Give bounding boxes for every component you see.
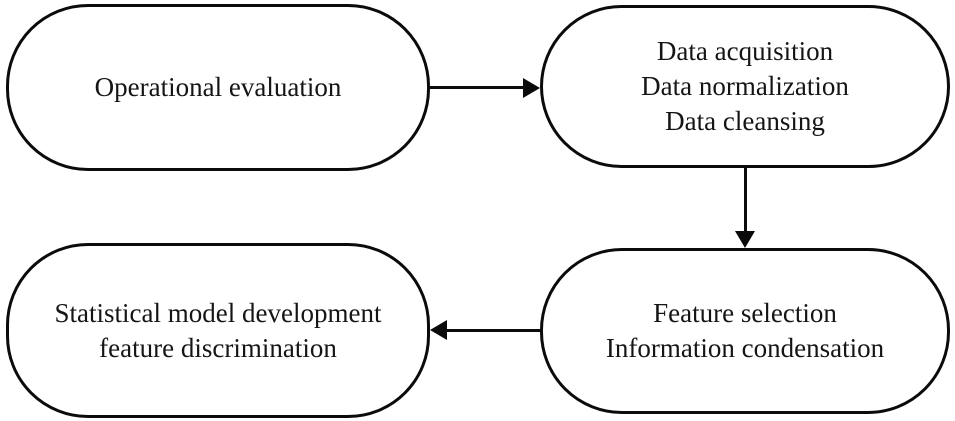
edge-data-to-feature-line bbox=[744, 168, 747, 234]
node-operational-evaluation-label: Operational evaluation bbox=[94, 72, 342, 102]
node-statistical-model-development: Statistical model development feature di… bbox=[6, 243, 430, 418]
arrowhead-left-icon bbox=[430, 320, 447, 340]
node-feature-selection: Feature selection Information condensati… bbox=[540, 248, 950, 414]
node-data-preparation: Data acquisition Data normalization Data… bbox=[540, 5, 950, 168]
node-operational-evaluation: Operational evaluation bbox=[6, 4, 430, 171]
node-data-preparation-line-2: Data normalization bbox=[641, 71, 849, 101]
arrowhead-down-icon bbox=[735, 231, 755, 248]
node-feature-selection-line-2: Information condensation bbox=[605, 333, 885, 363]
node-statistical-model-line-2: feature discrimination bbox=[99, 332, 337, 363]
node-feature-selection-line-1: Feature selection bbox=[653, 298, 837, 328]
arrowhead-right-icon bbox=[523, 78, 540, 98]
edge-operational-to-data-line bbox=[430, 86, 526, 89]
node-statistical-model-line-1: Statistical model development bbox=[54, 297, 382, 328]
node-data-preparation-line-3: Data cleansing bbox=[665, 106, 825, 136]
edge-feature-to-model-line bbox=[444, 329, 540, 332]
node-data-preparation-line-1: Data acquisition bbox=[656, 36, 834, 66]
